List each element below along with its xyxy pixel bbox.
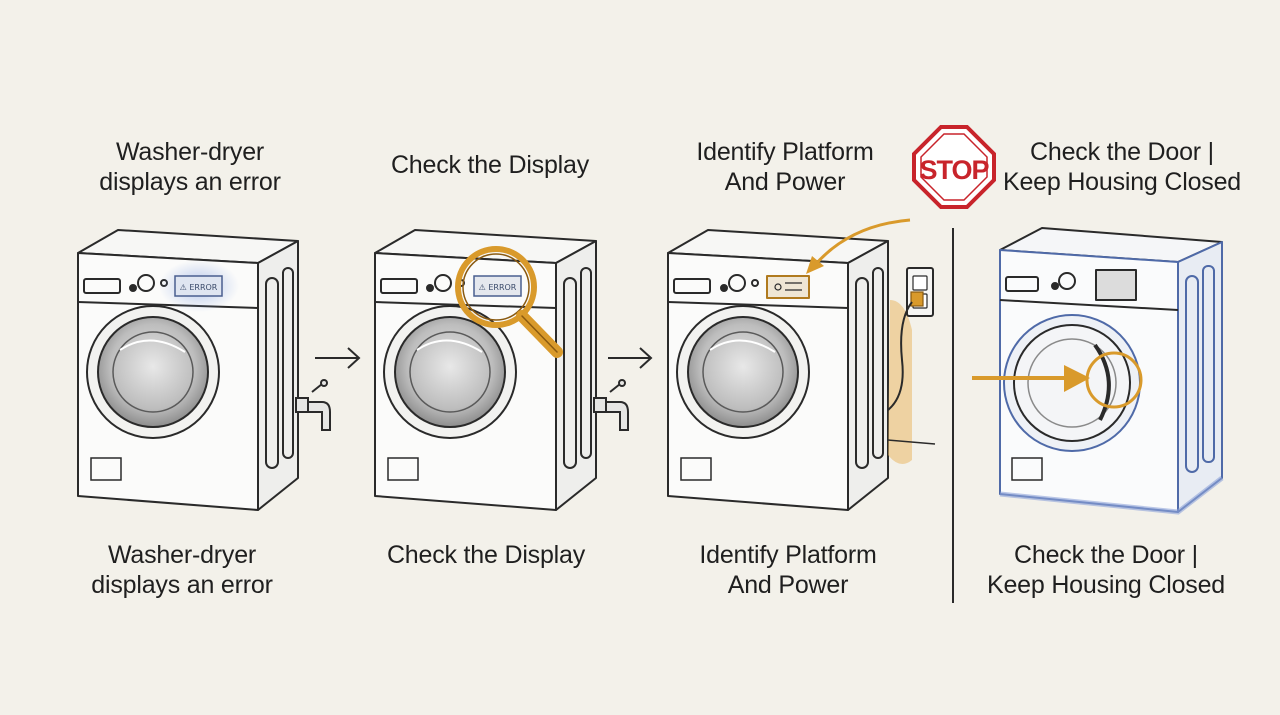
floor-line bbox=[887, 439, 936, 445]
stop-sign-text: STOP bbox=[919, 155, 989, 185]
pointer-arrow bbox=[806, 218, 911, 274]
step-1-bottom-label: Washer-dryer displays an error bbox=[91, 541, 273, 599]
error-display-1 bbox=[174, 275, 223, 297]
drum-2 bbox=[383, 305, 517, 439]
error-display-text-2: ⚠ ERROR bbox=[479, 283, 517, 292]
faucet-icon bbox=[295, 379, 331, 431]
arrow-right-icon bbox=[972, 365, 1090, 392]
section-divider bbox=[952, 228, 954, 603]
step-2-top-label: Check the Display bbox=[390, 151, 590, 179]
faucet-icon bbox=[593, 379, 629, 431]
arrow-right-icon bbox=[315, 347, 361, 369]
magnifier-icon bbox=[455, 246, 563, 358]
cord-highlight bbox=[888, 300, 912, 464]
stop-sign-icon: STOP bbox=[912, 125, 996, 209]
step-4-top-label: Check the Door | Keep Housing Closed bbox=[1002, 138, 1242, 196]
step-4-bottom-label: Check the Door | Keep Housing Closed bbox=[986, 541, 1226, 599]
step-1-top-label: Washer-dryer displays an error bbox=[99, 138, 281, 196]
arrow-right-icon bbox=[608, 347, 653, 369]
step-3-bottom-label: Identify Platform And Power bbox=[699, 541, 877, 599]
filter-cover-2 bbox=[387, 457, 419, 481]
error-display-text-1: ⚠ ERROR bbox=[180, 283, 218, 292]
error-display-2 bbox=[473, 275, 522, 297]
step-2-bottom-label: Check the Display bbox=[386, 541, 586, 569]
filter-cover-3 bbox=[680, 457, 712, 481]
drum-1 bbox=[86, 305, 220, 439]
power-outlet-icon bbox=[887, 267, 934, 411]
step-3-top-label: Identify Platform And Power bbox=[696, 138, 874, 196]
filter-cover-4 bbox=[1011, 457, 1043, 481]
filter-cover-1 bbox=[90, 457, 122, 481]
drum-3 bbox=[676, 305, 810, 439]
door-latch-highlight bbox=[1085, 351, 1143, 409]
base-glow-4 bbox=[999, 476, 1224, 515]
